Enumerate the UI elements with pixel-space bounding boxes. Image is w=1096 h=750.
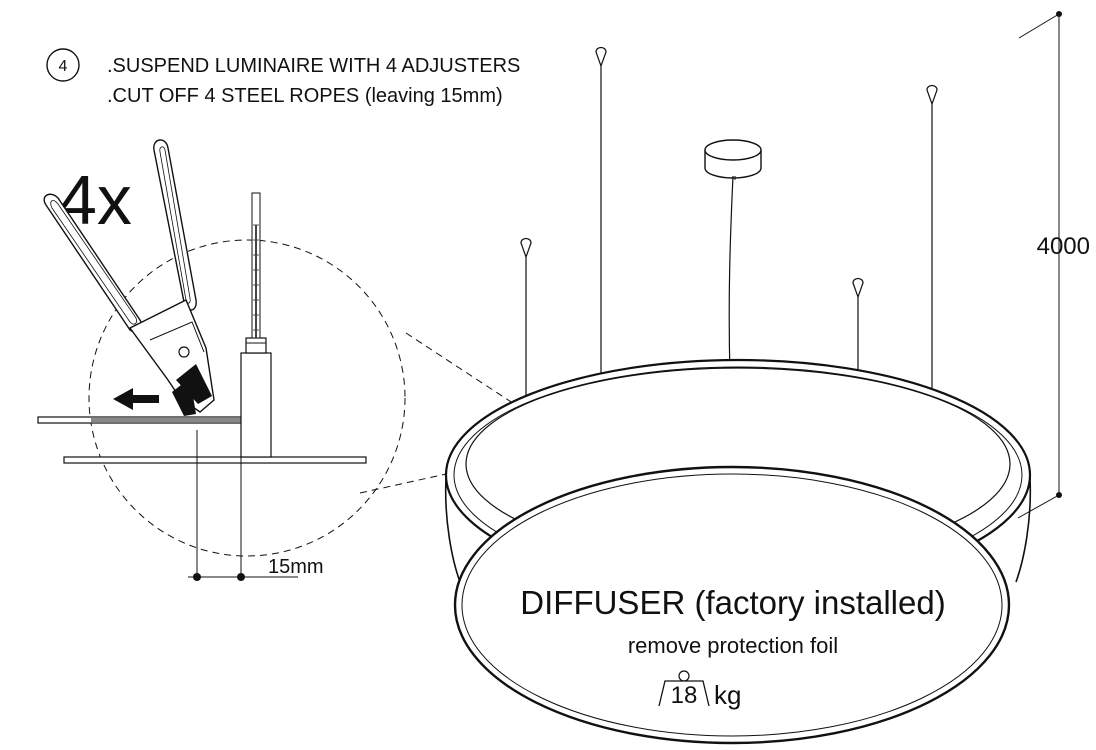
diffuser-subtitle: remove protection foil [628,633,838,658]
weight-unit: kg [714,680,741,710]
cut-length-dimension [188,430,298,581]
height-dimension [1017,11,1062,519]
steel-rope-detail [251,192,261,339]
ceiling-canopy [704,139,762,179]
suspension-rope-2 [926,84,938,415]
cutting-pliers-icon [43,139,215,416]
luminaire-plate-detail [37,416,367,464]
detail-callout-circle [88,239,406,557]
suspension-rope-4 [852,277,864,378]
step-instruction-2: .CUT OFF 4 STEEL ROPES (leaving 15mm) [107,85,503,107]
height-dimension-label: 4000 [1037,233,1090,260]
round-luminaire [444,358,1032,745]
step-badge: 4 [46,48,80,82]
suspension-rope-1 [595,46,607,386]
weight-icon [658,670,710,707]
power-cable [728,175,734,377]
arrow-left-icon [113,388,159,410]
weight-value: 18 [671,682,698,709]
cut-length-label: 15mm [268,556,324,578]
step-instruction-1: .SUSPEND LUMINAIRE WITH 4 ADJUSTERS [107,55,520,77]
step-number: 4 [59,58,68,75]
rope-adjuster [240,337,272,458]
suspension-rope-3 [520,237,532,412]
detail-leader-line-top [405,332,529,414]
diffuser-title: DIFFUSER (factory installed) [520,584,945,621]
